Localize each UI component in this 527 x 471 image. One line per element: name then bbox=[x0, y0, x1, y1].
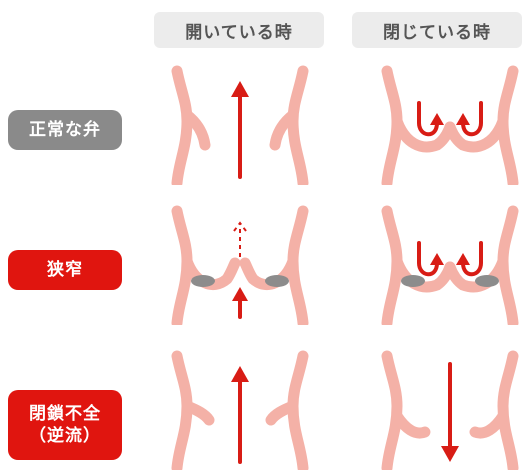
row-label-regurgitation: 閉鎖不全 （逆流） bbox=[8, 390, 122, 460]
row-label-stenosis-text: 狭窄 bbox=[47, 259, 83, 280]
row-label-normal: 正常な弁 bbox=[8, 110, 122, 150]
diagram-normal-open bbox=[171, 65, 309, 185]
row-label-stenosis: 狭窄 bbox=[8, 250, 122, 290]
diagram-stenosis-closed bbox=[381, 205, 519, 325]
diagram-regurgitation-closed bbox=[381, 350, 519, 470]
header-open: 開いている時 bbox=[154, 12, 324, 48]
row-label-regurgitation-sub: （逆流） bbox=[29, 426, 101, 446]
diagram-regurgitation-open bbox=[171, 350, 309, 470]
row-label-normal-text: 正常な弁 bbox=[29, 119, 101, 140]
header-closed: 閉じている時 bbox=[352, 12, 522, 48]
diagram-stenosis-open bbox=[171, 205, 309, 325]
backflow-left bbox=[417, 101, 439, 137]
diagram-normal-closed bbox=[381, 65, 519, 185]
backflow-right bbox=[461, 101, 483, 137]
row-label-regurgitation-text: 閉鎖不全 bbox=[29, 403, 101, 424]
